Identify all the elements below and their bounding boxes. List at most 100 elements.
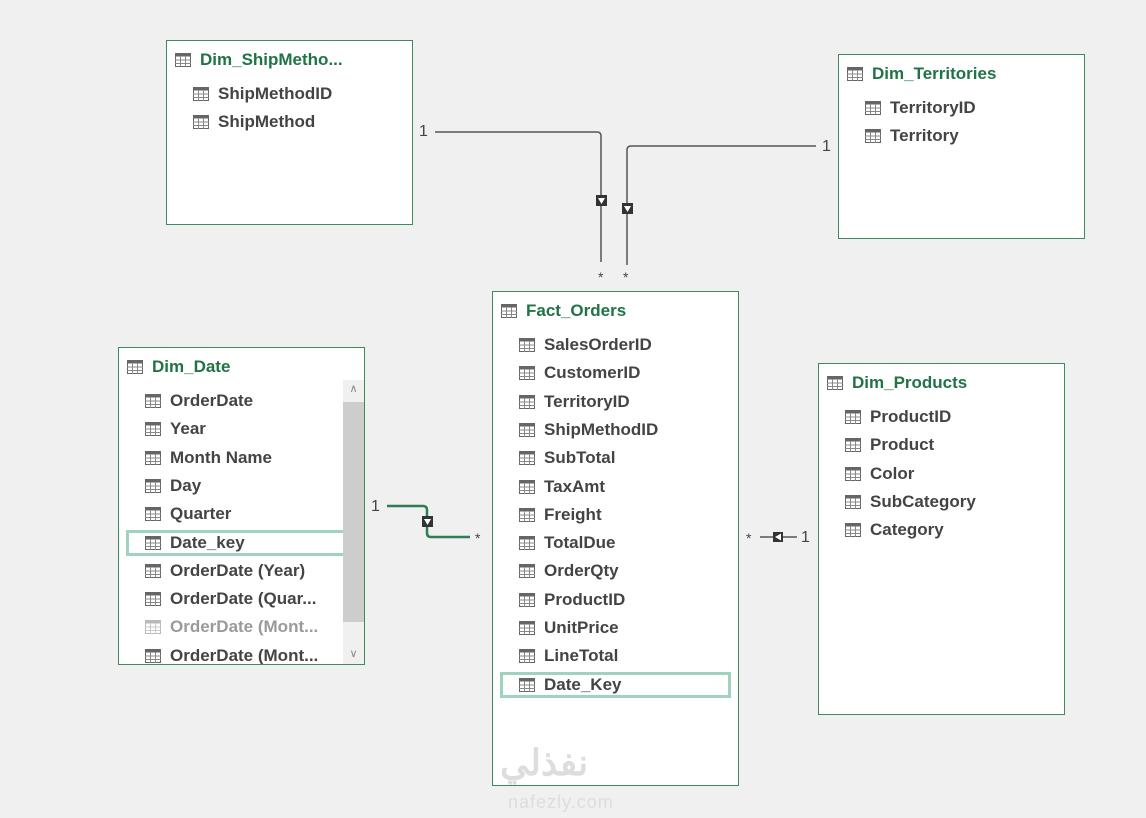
- column-label: OrderDate: [170, 391, 254, 410]
- table-title: Fact_Orders: [526, 301, 627, 320]
- column-label: Date_Key: [544, 674, 622, 694]
- column-orderdate-mont[interactable]: OrderDate (Mont...: [145, 614, 318, 640]
- cardinality-many: *: [623, 269, 629, 285]
- table-icon: [145, 592, 161, 607]
- column-product[interactable]: Product: [845, 432, 934, 458]
- column-label: TaxAmt: [544, 476, 606, 496]
- table-header[interactable]: Fact_Orders: [501, 300, 626, 322]
- column-productid[interactable]: ProductID: [845, 404, 951, 430]
- column-label: LineTotal: [544, 646, 619, 666]
- column-label: Date_key: [170, 532, 245, 552]
- column-label: SubCategory: [870, 491, 976, 511]
- table-title: Dim_Date: [152, 357, 231, 376]
- column-customerid[interactable]: CustomerID: [519, 360, 640, 386]
- table-header[interactable]: Dim_Products: [827, 372, 967, 394]
- table-icon: [865, 129, 881, 144]
- column-label: TerritoryID: [890, 98, 976, 117]
- column-label: CustomerID: [544, 363, 641, 383]
- scroll-up-icon[interactable]: ∧: [349, 383, 358, 395]
- column-label: ProductID: [870, 407, 952, 426]
- column-taxamt[interactable]: TaxAmt: [519, 474, 605, 500]
- table-icon: [865, 101, 881, 115]
- column-label: TotalDue: [544, 533, 616, 553]
- column-label: Color: [870, 463, 915, 483]
- table-icon: [845, 523, 861, 538]
- column-unitprice[interactable]: UnitPrice: [519, 615, 619, 641]
- column-color[interactable]: Color: [845, 461, 914, 487]
- column-label: UnitPrice: [544, 618, 619, 637]
- table-icon: [145, 507, 161, 522]
- column-shipmethodid[interactable]: ShipMethodID: [193, 81, 332, 107]
- table-header[interactable]: Dim_ShipMetho...: [175, 49, 343, 71]
- table-icon: [175, 53, 191, 67]
- column-category[interactable]: Category: [845, 517, 944, 543]
- column-orderdate[interactable]: OrderDate: [145, 388, 253, 414]
- column-year[interactable]: Year: [145, 416, 206, 442]
- scrollbar-thumb[interactable]: [343, 402, 364, 622]
- column-date-key[interactable]: Date_key: [126, 529, 357, 556]
- table-header[interactable]: Dim_Territories: [847, 63, 996, 85]
- cardinality-one: 1: [371, 498, 380, 515]
- table-icon: [501, 304, 517, 318]
- table-header[interactable]: Dim_Date: [127, 356, 230, 378]
- table-icon: [145, 450, 161, 465]
- table-icon: [193, 115, 209, 130]
- column-orderdate-year[interactable]: OrderDate (Year): [145, 558, 305, 584]
- column-shipmethod[interactable]: ShipMethod: [193, 109, 315, 135]
- table-icon: [145, 620, 161, 635]
- table-icon: [519, 621, 535, 635]
- column-orderdate-quar[interactable]: OrderDate (Quar...: [145, 586, 316, 612]
- scrollbar[interactable]: ∧ ∨: [343, 380, 364, 664]
- column-subcategory[interactable]: SubCategory: [845, 489, 976, 515]
- column-label: SubTotal: [544, 448, 616, 468]
- table-icon: [847, 67, 863, 81]
- column-territoryid[interactable]: TerritoryID: [865, 95, 976, 121]
- column-territory[interactable]: Territory: [865, 123, 959, 149]
- column-label: ShipMethodID: [544, 419, 659, 439]
- column-label: Territory: [890, 126, 959, 146]
- column-label: ProductID: [544, 589, 626, 609]
- scroll-down-icon[interactable]: ∨: [349, 648, 358, 660]
- column-label: TerritoryID: [544, 391, 630, 411]
- table-icon: [827, 376, 843, 390]
- cardinality-many: *: [746, 530, 752, 546]
- table-icon: [845, 438, 861, 453]
- table-icon: [193, 87, 209, 101]
- table-icon: [145, 535, 161, 550]
- column-shipmethodid[interactable]: ShipMethodID: [519, 417, 658, 443]
- column-month-name[interactable]: Month Name: [145, 445, 272, 471]
- column-label: Category: [870, 520, 944, 540]
- column-territoryid[interactable]: TerritoryID: [519, 389, 630, 415]
- column-orderdate-mont[interactable]: OrderDate (Mont...: [145, 643, 318, 664]
- column-productid[interactable]: ProductID: [519, 587, 625, 613]
- column-orderqty[interactable]: OrderQty: [519, 558, 619, 584]
- cardinality-one: 1: [801, 529, 810, 546]
- column-salesorderid[interactable]: SalesOrderID: [519, 332, 652, 358]
- column-label: Quarter: [170, 504, 232, 524]
- table-icon: [145, 648, 161, 663]
- column-day[interactable]: Day: [145, 473, 201, 499]
- column-date-key[interactable]: Date_Key: [500, 671, 731, 698]
- column-quarter[interactable]: Quarter: [145, 501, 231, 527]
- column-totaldue[interactable]: TotalDue: [519, 530, 615, 556]
- column-label: OrderDate (Year): [170, 560, 306, 580]
- column-subtotal[interactable]: SubTotal: [519, 445, 615, 471]
- column-label: Year: [170, 419, 206, 439]
- table-icon: [127, 360, 143, 374]
- table-icon: [145, 422, 161, 437]
- table-icon: [519, 507, 535, 522]
- column-freight[interactable]: Freight: [519, 502, 602, 528]
- cardinality-many: *: [475, 530, 481, 546]
- table-icon: [145, 394, 161, 408]
- rel-line-shipmethod: [435, 131, 602, 262]
- column-linetotal[interactable]: LineTotal: [519, 643, 618, 669]
- cardinality-one: 1: [822, 138, 831, 155]
- cardinality-one: 1: [419, 123, 428, 140]
- table-icon: [519, 338, 535, 352]
